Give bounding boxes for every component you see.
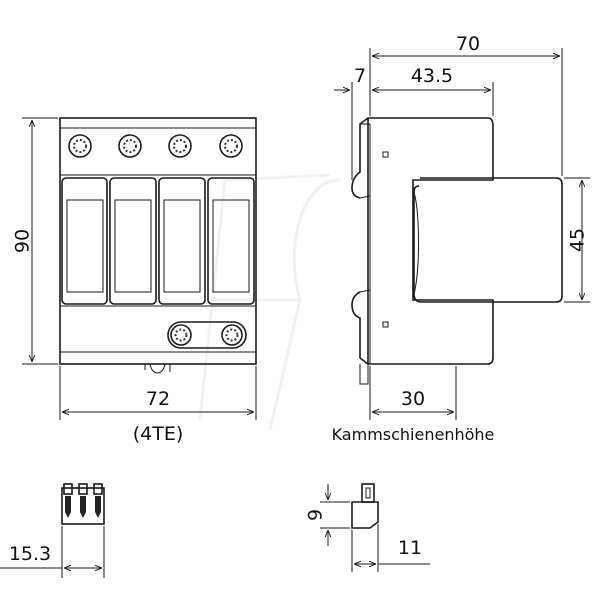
screw-icon [219,134,243,158]
screw-icon [118,134,142,158]
side-indicator-upper [382,151,389,158]
side-front-face [413,177,563,303]
side-indicator-lower [382,321,389,328]
screw-icon [68,134,92,158]
screw-icon [168,134,192,158]
dim-45-label: 45 [567,228,589,252]
connector-front-view: 15.3 [0,483,105,578]
dim-72-label: 72 [146,388,170,410]
screw-icon [170,324,192,346]
module-3-window [163,199,201,293]
dim-30-label: 30 [401,388,425,410]
din-clip [144,364,171,372]
dim-4te-label: (4TE) [133,423,184,445]
module-4-window [212,199,250,293]
module-2-window [114,199,152,293]
module-1-window [66,199,104,293]
module-1 [61,177,108,305]
side-housing-outline [367,117,494,365]
dimension-width-72: 72 (4TE) [59,366,257,445]
rail-height-label: Kammschienenhöhe [332,425,495,444]
watermark-logo [198,173,341,431]
connector-side-tab [361,483,375,503]
dim-43-5-label: 43.5 [411,65,453,87]
dim-90-label: 90 [12,229,34,253]
module-2 [109,177,157,305]
connector-body [61,487,105,525]
dimension-side-depth: 7 43.5 [334,65,494,180]
dim-70-label: 70 [456,33,480,55]
connector-side-view: 9 11 [305,483,430,572]
front-housing-outline [59,117,257,365]
module-3 [158,177,206,305]
side-view: 70 7 43.5 45 30 Kammschienenhöhe [332,33,590,444]
dimension-rail-height-30: 30 Kammschienenhöhe [332,366,495,444]
top-terminal-screws [68,134,243,158]
bottom-terminal-block [167,321,247,349]
dimension-side-height-45: 45 [564,177,590,303]
plug-in-modules [61,177,255,305]
connector-side-body [351,501,379,529]
dimension-height-90: 90 [12,117,58,365]
dim-11-label: 11 [398,537,422,559]
dim-7-label: 7 [354,65,366,87]
side-din-clip [359,364,369,385]
module-4 [207,177,255,305]
screw-icon [221,324,243,346]
dimension-side-width-70: 70 [369,33,563,176]
bottom-terminal [167,321,247,349]
front-view: 90 72 (4TE) [12,117,257,445]
dim-9-label: 9 [305,509,327,521]
dim-15-3-label: 15.3 [9,543,51,565]
